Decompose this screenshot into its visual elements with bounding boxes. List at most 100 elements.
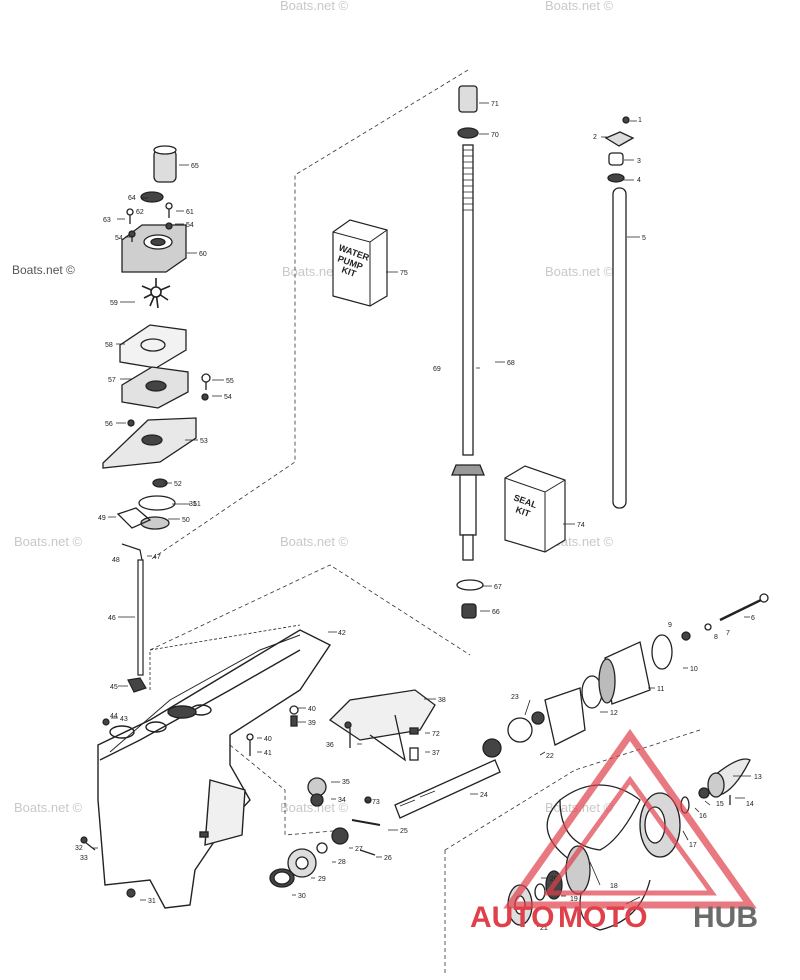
callout-50: 50 [182, 517, 190, 524]
callout-51: 51 [193, 501, 201, 508]
callout-68: 68 [507, 360, 515, 367]
callout-5: 5 [642, 235, 646, 242]
callout-leaders [93, 102, 751, 928]
watermark-text: Boats.net © [14, 534, 83, 549]
callout-14: 14 [746, 801, 754, 808]
watermark-text: Boats.net © [280, 0, 349, 13]
callout-64: 64 [128, 195, 136, 202]
callout-16: 16 [699, 813, 707, 820]
trim-tab-assembly [246, 689, 436, 762]
callout-72: 72 [432, 731, 440, 738]
watermark-text: Boats.net © [14, 800, 83, 815]
callout-labels: 1 2 3 4 5 6 7 8 9 10 11 12 13 14 15 16 1… [75, 101, 762, 932]
callout-8: 8 [714, 634, 718, 641]
callout-27: 27 [355, 846, 363, 853]
callout-43: 43 [120, 716, 128, 723]
callout-42: 42 [338, 630, 346, 637]
callout-62: 62 [136, 209, 144, 216]
callout-60: 60 [199, 251, 207, 258]
gearcase-housing [97, 624, 332, 909]
callout-24: 24 [480, 792, 488, 799]
callout-33: 33 [80, 855, 88, 862]
callout-35: 35 [342, 779, 350, 786]
callout-29: 29 [318, 876, 326, 883]
callout-20: 20 [550, 876, 558, 883]
callout-65: 65 [191, 163, 199, 170]
watermark-layer: Boats.net © Boats.net © Boats.net © Boat… [12, 0, 614, 815]
callout-18: 18 [610, 883, 618, 890]
kit-label-line: KIT [340, 264, 358, 279]
callout-30: 30 [298, 893, 306, 900]
callout-36: 36 [326, 742, 334, 749]
callout-59: 59 [110, 300, 118, 307]
callout-67: 67 [494, 584, 502, 591]
callout-22: 22 [546, 753, 554, 760]
callout-31: 31 [148, 898, 156, 905]
callout-6: 6 [751, 615, 755, 622]
callout-41: 41 [264, 750, 272, 757]
callout-31-upper: 31 [189, 501, 197, 508]
callout-38: 38 [438, 697, 446, 704]
callout-58: 58 [105, 342, 113, 349]
callout-52: 52 [174, 481, 182, 488]
callout-46: 46 [108, 615, 116, 622]
water-pump-assembly [102, 145, 211, 530]
watermark-text: Boats.net © [12, 263, 75, 277]
callout-39: 39 [308, 720, 316, 727]
callout-54-left: 54 [115, 235, 123, 242]
kit-label-line: KIT [514, 504, 532, 519]
callout-45: 45 [110, 684, 118, 691]
bearing-carrier-assembly [581, 593, 769, 709]
callout-71: 71 [491, 101, 499, 108]
shift-linkage-left [80, 543, 147, 898]
callout-12: 12 [610, 710, 618, 717]
callout-21: 21 [540, 925, 548, 932]
driveshaft-assembly [451, 85, 485, 619]
callout-1: 1 [638, 117, 642, 124]
watermark-text: Boats.net © [545, 264, 614, 279]
callout-56: 56 [105, 421, 113, 428]
seal-kit-box: SEAL KIT [504, 465, 566, 553]
callout-53: 53 [200, 438, 208, 445]
watermark-text: Boats.net © [545, 0, 614, 13]
propshaft-gear-assembly [269, 687, 586, 888]
callout-75: 75 [400, 270, 408, 277]
callout-7: 7 [726, 630, 730, 637]
callout-37: 37 [432, 750, 440, 757]
callout-17: 17 [689, 842, 697, 849]
water-pump-kit-box: WATER PUMP KIT [332, 219, 388, 307]
callout-54: 54 [224, 394, 232, 401]
callout-74: 74 [577, 522, 585, 529]
callout-63: 63 [103, 217, 111, 224]
callout-26: 26 [384, 855, 392, 862]
callout-69: 69 [433, 366, 441, 373]
callout-19: 19 [570, 896, 578, 903]
callout-23: 23 [511, 694, 519, 701]
callout-70: 70 [491, 132, 499, 139]
callout-73: 73 [372, 799, 380, 806]
brand-auto: AUTO [470, 901, 554, 934]
watermark-text: Boats.net © [280, 800, 349, 815]
callout-55: 55 [226, 378, 234, 385]
watermark-text: Boats.net © [280, 534, 349, 549]
callout-49: 49 [98, 515, 106, 522]
callout-54-upper: 54 [186, 222, 194, 229]
callout-47: 47 [153, 554, 161, 561]
automotohub-logo: AUTO MOTO HUB [470, 728, 758, 934]
dashed-guides [149, 69, 701, 975]
callout-11: 11 [657, 686, 664, 693]
callout-15: 15 [716, 801, 724, 808]
brand-moto: MOTO [558, 901, 647, 934]
callout-25: 25 [400, 828, 408, 835]
callout-44: 44 [110, 713, 118, 720]
callout-40-lower: 40 [264, 736, 272, 743]
callout-48: 48 [112, 557, 120, 564]
callout-66: 66 [492, 609, 500, 616]
brand-hub: HUB [693, 901, 758, 934]
callout-28: 28 [338, 859, 346, 866]
callout-3: 3 [637, 158, 641, 165]
callout-2: 2 [593, 134, 597, 141]
callout-13: 13 [754, 774, 762, 781]
shift-rod-assembly [604, 116, 635, 509]
